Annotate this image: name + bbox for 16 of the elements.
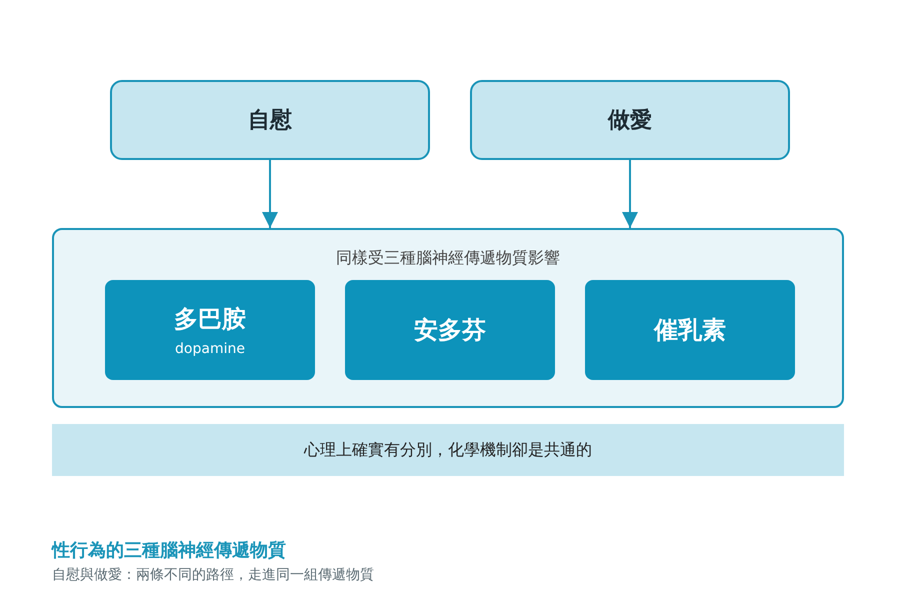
group-heading: 同樣受三種腦神經傳遞物質影響 [336,248,560,269]
chemical-box [585,280,795,380]
chemical-name: 多巴胺 [174,304,246,335]
chemical-box [345,280,555,380]
chemical-name: 安多芬 [414,315,486,346]
subtitle: 自慰與做愛：兩條不同的路徑，走進同一組傳遞物質 [52,566,374,584]
chemical-name: 催乳素 [654,315,726,346]
english-name: dopamine [175,341,245,357]
summary-band: 心理上確實有分別，化學機制卻是共通的 [52,424,844,476]
group-panel [52,228,844,408]
arrow [262,160,278,228]
chemical-box [105,280,315,380]
arrow [622,160,638,228]
process-box: 自慰 [110,80,430,160]
process-box: 做愛 [470,80,790,160]
title: 性行為的三種腦神經傳遞物質 [52,539,286,562]
